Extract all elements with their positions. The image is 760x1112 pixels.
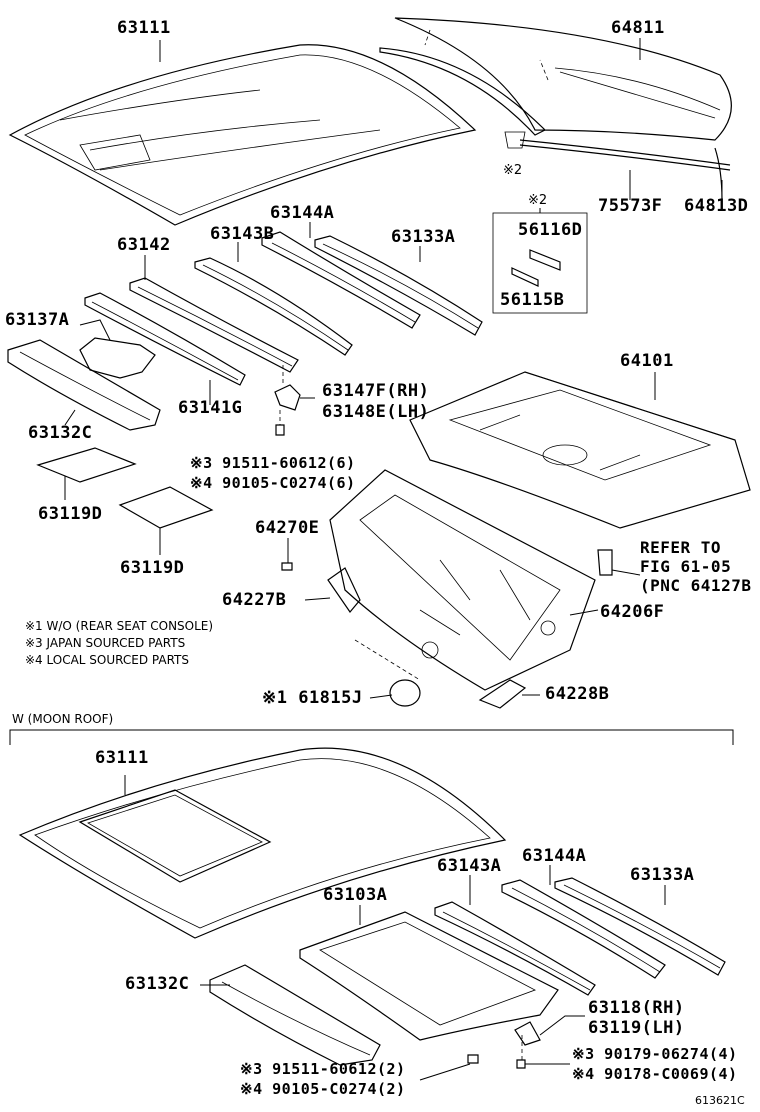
back-window-illustration [379,17,732,201]
note-1: ※1 W/O (REAR SEAT CONSOLE) [25,619,214,633]
part-label-63133A[interactable]: 63133A [391,227,456,247]
package-tray-illustration [409,371,751,529]
moon-part-label-63132C[interactable]: 63132C [125,974,190,994]
part-label-63147F[interactable]: 63147F(RH) [322,381,430,401]
roof-bows-illustration [84,231,483,386]
part-label-64206F[interactable]: 64206F [600,602,665,622]
moon-part-label-63119[interactable]: 63119(LH) [588,1018,685,1038]
part-label-56116D[interactable]: 56116D [518,220,583,240]
part-label-63144A[interactable]: 63144A [270,203,335,223]
ref-bracket-illustration [597,549,613,576]
refer-line-3[interactable]: (PNC 64127B [640,576,752,595]
note-4: ※4 LOCAL SOURCED PARTS [25,653,189,667]
small-bracket-illustration [274,384,301,411]
leader-lines-moon [124,775,666,1081]
refer-line-1[interactable]: REFER TO [640,538,722,557]
note2-roof-mark: ※2 [503,163,523,178]
part-label-56115B[interactable]: 56115B [500,290,565,310]
brace-illustration [478,679,527,709]
part-label-64101[interactable]: 64101 [620,351,674,371]
back-panel-illustration [329,469,596,691]
moon-part-label-90105[interactable]: ※4 90105-C0274(2) [240,1080,406,1098]
moon-part-label-63143A[interactable]: 63143A [437,856,502,876]
part-label-90105-6[interactable]: ※4 90105-C0274(6) [190,474,356,492]
part-label-63143B[interactable]: 63143B [210,224,275,244]
roof-panel-illustration [8,44,477,226]
leader-lines-top [64,38,723,699]
moon-part-label-63111[interactable]: 63111 [95,748,149,768]
part-label-91511-6[interactable]: ※3 91511-60612(6) [190,454,356,472]
diagram-id: 613621C [695,1094,745,1107]
part-label-64813D[interactable]: 64813D [684,196,749,216]
moon-part-label-63118[interactable]: 63118(RH) [588,998,685,1018]
moonroof-panel-illustration [18,747,507,939]
mat-b-illustration [118,486,214,529]
part-label-63119D-a[interactable]: 63119D [38,504,103,524]
moonroof-bracket-illustration [514,1021,541,1046]
sunroof-frame-illustration [299,911,559,1041]
moon-part-label-63103A[interactable]: 63103A [323,885,388,905]
moonroof-nut-illustration [516,1059,526,1069]
moonroof-bows-illustration [434,877,726,996]
part-label-63111[interactable]: 63111 [117,18,171,38]
part-label-63141G[interactable]: 63141G [178,398,243,418]
part-label-64811[interactable]: 64811 [611,18,665,38]
moon-part-label-90178[interactable]: ※4 90178-C0069(4) [572,1065,738,1083]
part-label-64270E[interactable]: 64270E [255,518,320,538]
clip-illustration [281,562,293,571]
part-label-63142[interactable]: 63142 [117,235,171,255]
moonroof-header-illustration [209,964,381,1066]
part-label-63119D-b[interactable]: 63119D [120,558,185,578]
part-label-63137A[interactable]: 63137A [5,310,70,330]
section-title-moon-roof: W (MOON ROOF) [12,712,114,726]
seal-pieces-illustration [511,249,561,287]
part-label-64227B[interactable]: 64227B [222,590,287,610]
moon-part-label-90179[interactable]: ※3 90179-06274(4) [572,1045,738,1063]
part-label-63132C[interactable]: 63132C [28,423,93,443]
rear-header-illustration [7,339,161,431]
gusset-illustration [327,567,361,613]
note2-box-mark: ※2 [528,193,548,208]
moon-part-label-63144A[interactable]: 63144A [522,846,587,866]
moon-part-label-91511[interactable]: ※3 91511-60612(2) [240,1060,406,1078]
part-label-61815J[interactable]: ※1 61815J [262,688,363,708]
bolt-illustration [275,424,285,436]
bracket-illustration [79,337,156,379]
part-label-64228B[interactable]: 64228B [545,684,610,704]
note-3: ※3 JAPAN SOURCED PARTS [25,636,186,650]
part-label-75573F[interactable]: 75573F [598,196,663,216]
section-bracket [9,729,734,745]
part-label-63148E[interactable]: 63148E(LH) [322,402,430,422]
mat-a-illustration [36,447,137,483]
moonroof-bolt-illustration [467,1054,479,1064]
moon-part-label-63133A[interactable]: 63133A [630,865,695,885]
refer-line-2[interactable]: FIG 61-05 [640,557,732,576]
hole-cover-illustration [389,679,421,707]
